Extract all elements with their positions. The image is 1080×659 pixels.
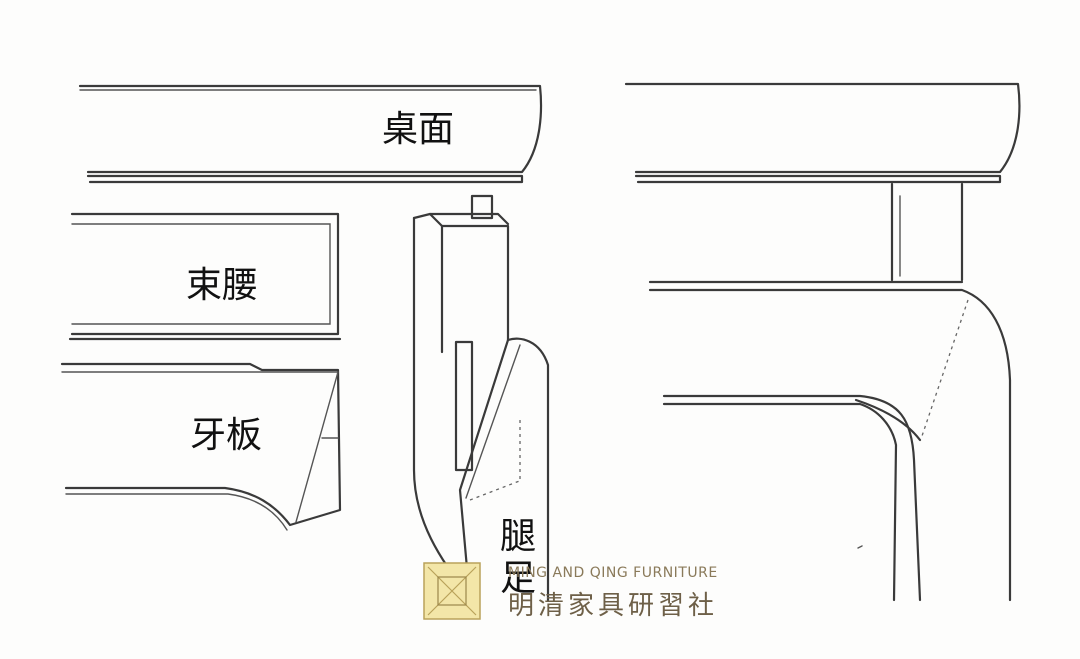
assembled-view — [624, 82, 1021, 602]
watermark-english: MING AND QING FURNITURE — [508, 565, 718, 581]
label-waist: 束腰 — [186, 265, 259, 306]
apron-part — [60, 362, 342, 531]
label-leg: 腿足 — [499, 516, 536, 599]
label-tabletop: 桌面 — [382, 109, 455, 150]
label-apron: 牙板 — [190, 415, 263, 456]
tabletop-part — [78, 84, 543, 184]
watermark-logo — [423, 562, 481, 620]
waist-part — [68, 212, 342, 341]
watermark-chinese: 明清家具研習社 — [508, 591, 719, 621]
